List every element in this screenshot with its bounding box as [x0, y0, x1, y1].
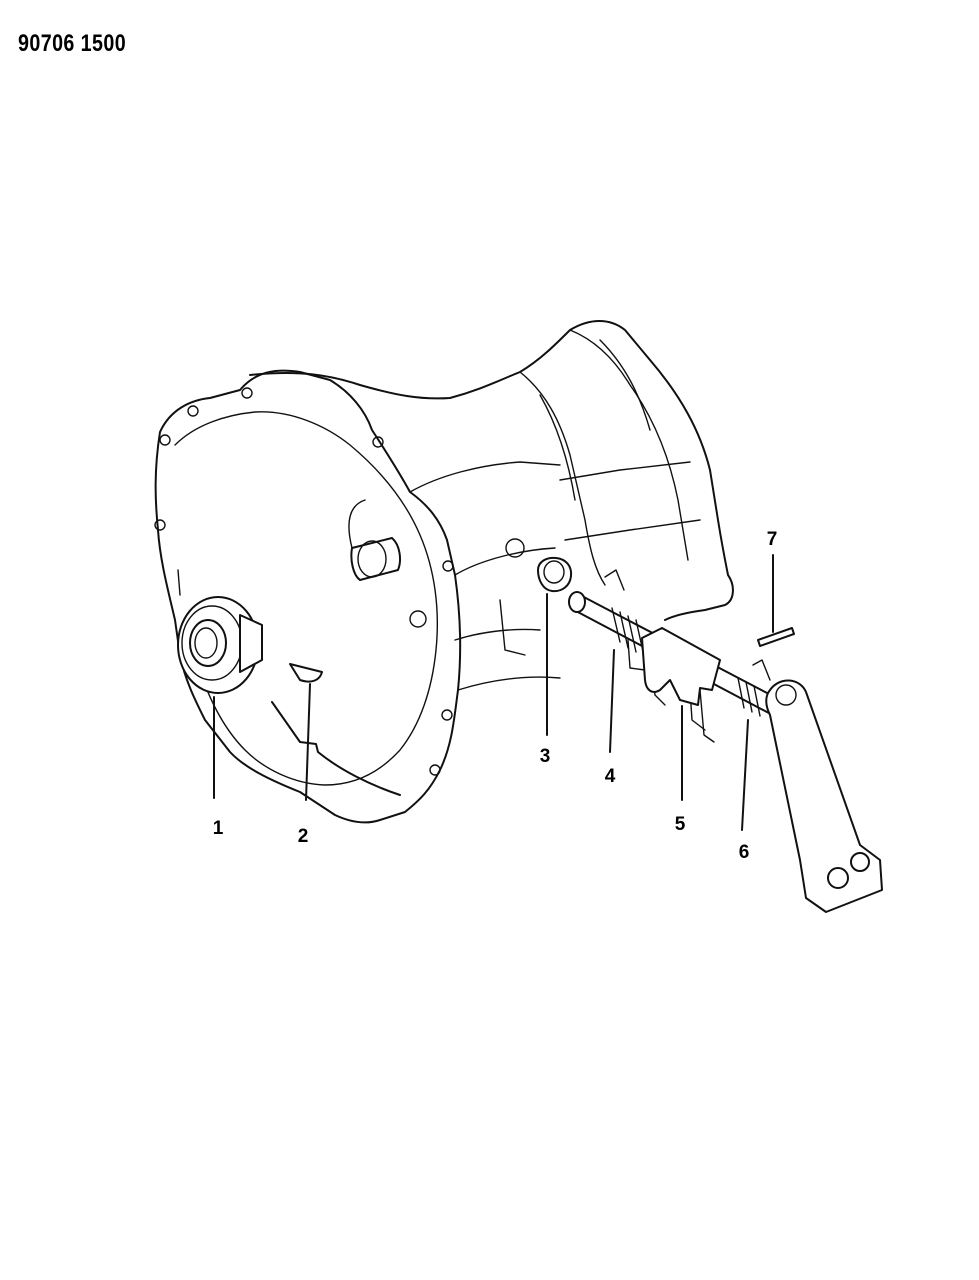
- callout-3: 3: [540, 746, 551, 767]
- callout-1: 1: [213, 818, 224, 839]
- callout-5: 5: [675, 814, 686, 835]
- diagram-code: 90706 1500: [18, 30, 127, 57]
- pin: [757, 627, 795, 647]
- leader-lines: [213, 554, 774, 831]
- callout-7: 7: [767, 529, 778, 550]
- transmission-case: [154, 320, 734, 824]
- release-lever: [765, 679, 883, 913]
- bushing: [537, 556, 573, 593]
- callout-2: 2: [298, 826, 309, 847]
- clip: [289, 663, 323, 683]
- release-bearing: [177, 596, 263, 694]
- release-fork: [641, 627, 721, 706]
- callout-6: 6: [739, 842, 750, 863]
- callout-4: 4: [605, 766, 616, 787]
